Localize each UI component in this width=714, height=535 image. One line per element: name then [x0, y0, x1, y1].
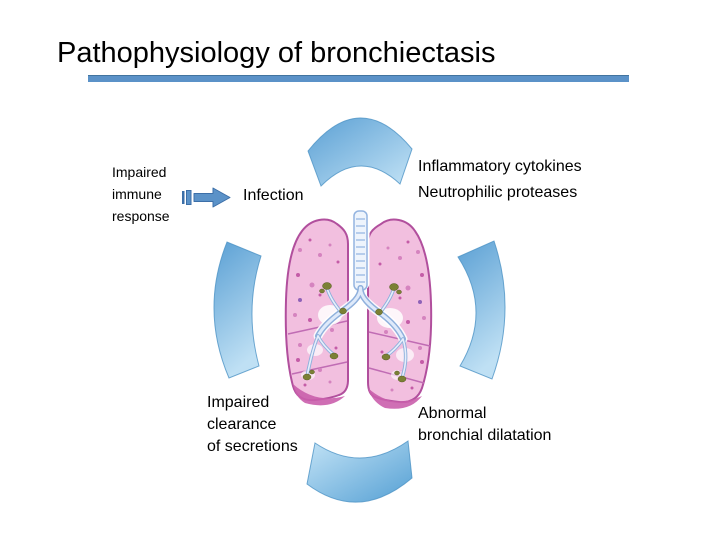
trachea — [351, 209, 370, 291]
lung-speckles — [293, 238, 426, 392]
label-line: bronchial dilatation — [418, 427, 552, 444]
label-impaired-immune-response: Impaired immune response — [112, 161, 170, 227]
page-title: Pathophysiology of bronchiectasis — [57, 37, 496, 69]
label-line: of secretions — [207, 438, 298, 455]
lungs-illustration — [284, 209, 433, 409]
label-line: Impaired — [207, 394, 270, 411]
label-line: clearance — [207, 416, 277, 433]
label-inflammatory-cytokines: Inflammatory cytokines Neutrophilic prot… — [418, 154, 582, 206]
arc-top — [307, 117, 413, 187]
label-line: response — [112, 208, 170, 224]
label-line: immune — [112, 186, 162, 202]
label-infection: Infection — [243, 187, 304, 204]
label-line: Abnormal — [418, 405, 487, 422]
label-impaired-clearance: Impaired clearance of secretions — [207, 392, 298, 458]
label-abnormal-dilatation: Abnormal bronchial dilatation — [418, 403, 551, 447]
arc-right — [457, 240, 506, 380]
label-line: Impaired — [112, 164, 167, 180]
striped-arrow-icon — [182, 187, 231, 208]
lobe-flaps — [293, 384, 422, 409]
cycle-arcs — [213, 117, 506, 503]
arc-bottom — [306, 440, 413, 503]
label-line: Inflammatory cytokines — [418, 158, 582, 175]
arc-left — [213, 241, 262, 379]
mucus-blobs — [302, 282, 407, 383]
title-underline — [88, 75, 629, 82]
label-line: Neutrophilic proteases — [418, 184, 578, 201]
